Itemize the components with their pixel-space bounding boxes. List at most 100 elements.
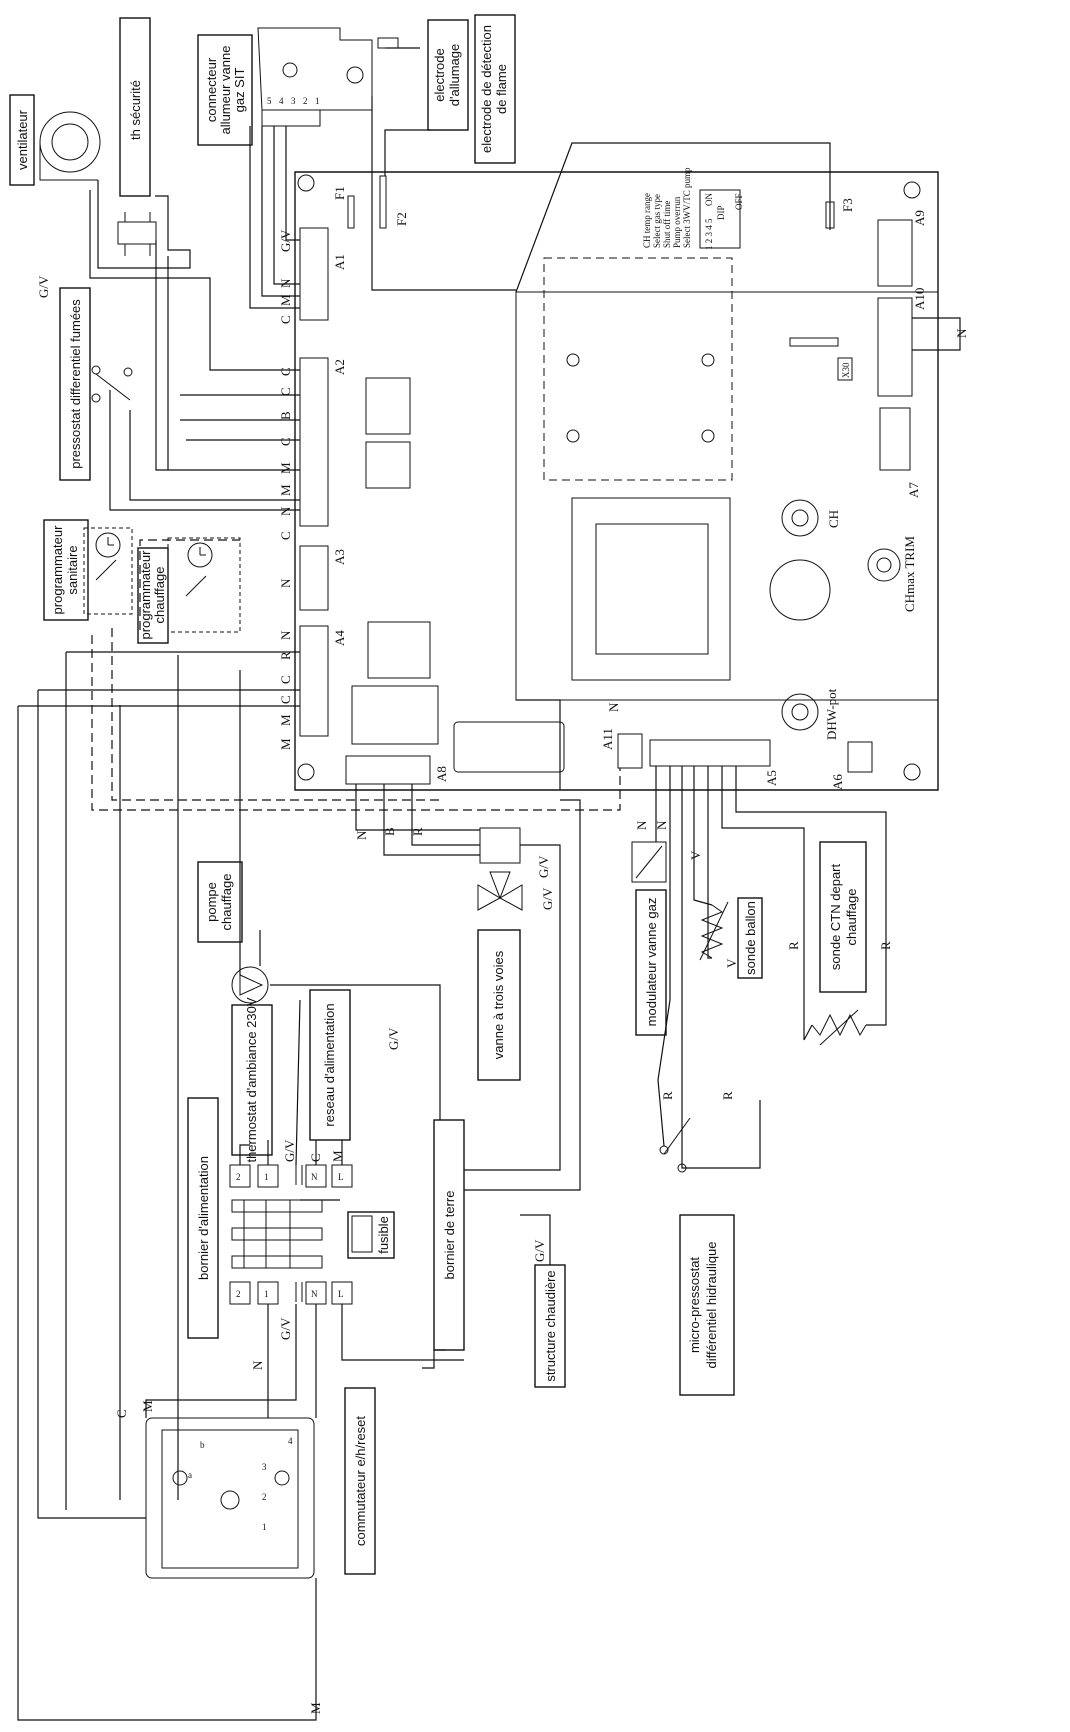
svg-text:G/V: G/V bbox=[36, 275, 51, 298]
svg-text:M: M bbox=[278, 484, 293, 496]
x30-label: X30 bbox=[841, 362, 851, 378]
svg-text:3: 3 bbox=[262, 1462, 267, 1472]
svg-text:4: 4 bbox=[279, 96, 284, 106]
prog-chauffage-label-2: chauffage bbox=[152, 567, 167, 624]
th-securite-box: th sécurité bbox=[119, 17, 151, 197]
electrode-detection-label-1: electrode de détection bbox=[479, 25, 494, 153]
svg-text:R: R bbox=[720, 1091, 735, 1100]
svg-text:R: R bbox=[410, 827, 425, 836]
modulateur-symbol bbox=[631, 841, 667, 883]
sonde-ctn-box: sonde CTN depart chauffage bbox=[819, 841, 867, 993]
ventilateur-box: ventilateur bbox=[9, 94, 35, 186]
dip-off-label: OFF bbox=[734, 193, 744, 210]
svg-text:N: N bbox=[250, 1360, 265, 1370]
pot-dhw-label: DHW-pot bbox=[824, 688, 839, 740]
svg-text:C: C bbox=[114, 1409, 129, 1418]
connector-a9: A9 bbox=[912, 210, 927, 226]
dip-setting-1: CH temp range bbox=[642, 193, 652, 248]
connecteur-label-1: connecteur bbox=[204, 57, 219, 122]
prog-sanitaire-label-1: programmateur bbox=[50, 525, 65, 615]
svg-text:M: M bbox=[278, 738, 293, 750]
svg-text:N: N bbox=[606, 702, 621, 712]
svg-text:G/V: G/V bbox=[282, 1139, 297, 1162]
svg-text:1: 1 bbox=[264, 1289, 269, 1299]
bornier-terre-label: bornier de terre bbox=[442, 1191, 457, 1280]
connector-a3: A3 bbox=[332, 549, 347, 565]
svg-text:N: N bbox=[634, 820, 649, 830]
prog-chauffage-label-1: programmateur bbox=[138, 550, 153, 640]
svg-text:L: L bbox=[338, 1172, 344, 1182]
svg-text:1: 1 bbox=[264, 1172, 269, 1182]
svg-text:1: 1 bbox=[315, 96, 320, 106]
th-securite-symbol bbox=[117, 212, 157, 256]
svg-text:a: a bbox=[188, 1470, 192, 1480]
svg-text:B: B bbox=[382, 827, 397, 836]
connecteur-allumeur-box: connecteur allumeur vanne gaz SIT bbox=[197, 34, 253, 146]
fusible-label: fusible bbox=[376, 1216, 391, 1254]
dip-setting-2: Select gas type bbox=[652, 194, 662, 248]
svg-text:C: C bbox=[278, 315, 293, 324]
fusible-box: fusible bbox=[347, 1211, 395, 1259]
reseau-label: reseau d'alimentation bbox=[322, 1003, 337, 1126]
bornier-terre-box: bornier de terre bbox=[433, 1119, 465, 1351]
svg-text:5: 5 bbox=[267, 96, 272, 106]
micro-pressostat-label-1: micro-pressostat bbox=[687, 1257, 702, 1353]
svg-text:N: N bbox=[311, 1172, 318, 1182]
svg-text:M: M bbox=[140, 1400, 155, 1412]
svg-text:G/V: G/V bbox=[278, 229, 293, 252]
pot-chmax-label: CHmax TRIM bbox=[902, 536, 917, 612]
thermostat-label: thermostat d'ambiance 230V bbox=[244, 997, 259, 1162]
svg-text:N: N bbox=[654, 820, 669, 830]
svg-text:R: R bbox=[878, 941, 893, 950]
bornier-alimentation-label: bornier d'alimentation bbox=[196, 1156, 211, 1280]
connecteur-symbol: 5 4 3 2 1 bbox=[257, 27, 399, 127]
modulateur-box: modulateur vanne gaz bbox=[635, 889, 667, 1036]
vanne-symbol bbox=[477, 827, 523, 911]
sonde-ballon-symbol bbox=[699, 901, 729, 961]
pompe-label-2: chauffage bbox=[219, 874, 234, 931]
svg-text:G/V: G/V bbox=[386, 1027, 401, 1050]
svg-text:R: R bbox=[278, 651, 293, 660]
svg-text:C: C bbox=[278, 437, 293, 446]
svg-text:C: C bbox=[278, 387, 293, 396]
svg-text:V: V bbox=[724, 958, 739, 968]
svg-text:L: L bbox=[338, 1289, 344, 1299]
dip-setting-4: Pump overrun bbox=[672, 196, 682, 248]
svg-text:M: M bbox=[308, 1702, 323, 1714]
connector-a1: A1 bbox=[332, 254, 347, 270]
svg-text:C: C bbox=[308, 1153, 323, 1162]
fuse-f3: F3 bbox=[840, 198, 855, 212]
svg-text:1: 1 bbox=[262, 1522, 267, 1532]
connector-a5: A5 bbox=[764, 770, 779, 786]
wire-letters: G/V G/V N M C C C B C M M N C N N R C C … bbox=[36, 229, 969, 1714]
connector-a8: A8 bbox=[434, 766, 449, 782]
svg-text:G/V: G/V bbox=[532, 1239, 547, 1262]
svg-text:N: N bbox=[954, 328, 969, 338]
svg-text:C: C bbox=[278, 531, 293, 540]
svg-text:M: M bbox=[278, 294, 293, 306]
micro-pressostat-label-2: différentiel hidraulique bbox=[704, 1242, 719, 1369]
thermostat-box: thermostat d'ambiance 230V bbox=[231, 997, 273, 1163]
bornier-symbol: 2 1 N L 2 1 N L bbox=[229, 1164, 353, 1305]
structure-label: structure chaudière bbox=[543, 1270, 558, 1381]
th-securite-label: th sécurité bbox=[128, 80, 143, 140]
svg-text:4: 4 bbox=[288, 1436, 293, 1446]
electrode-detection-box: electrode de détection de flame bbox=[474, 14, 516, 164]
svg-text:b: b bbox=[200, 1440, 205, 1450]
programmateur-sanitaire-box: programmateur sanitaire bbox=[43, 519, 89, 621]
bornier-alimentation-box: bornier d'alimentation bbox=[187, 1097, 219, 1339]
fuse-f2: F2 bbox=[394, 212, 409, 226]
modulateur-label: modulateur vanne gaz bbox=[644, 898, 659, 1027]
programmateur-chauffage-box: programmateur chauffage bbox=[137, 547, 169, 644]
dip-title-label: DIP bbox=[716, 205, 726, 220]
dip-numbers: 1 2 3 4 5 bbox=[704, 218, 714, 250]
connector-a6: A6 bbox=[830, 774, 845, 790]
svg-text:2: 2 bbox=[303, 96, 308, 106]
connector-a2: A2 bbox=[332, 359, 347, 375]
svg-text:G/V: G/V bbox=[278, 1317, 293, 1340]
commutateur-symbol: a b 1 2 3 4 bbox=[145, 1417, 315, 1579]
connector-a4: A4 bbox=[332, 630, 347, 646]
sonde-ballon-box: sonde ballon bbox=[737, 897, 763, 979]
commutateur-label: commutateur e/h/reset bbox=[353, 1416, 368, 1546]
